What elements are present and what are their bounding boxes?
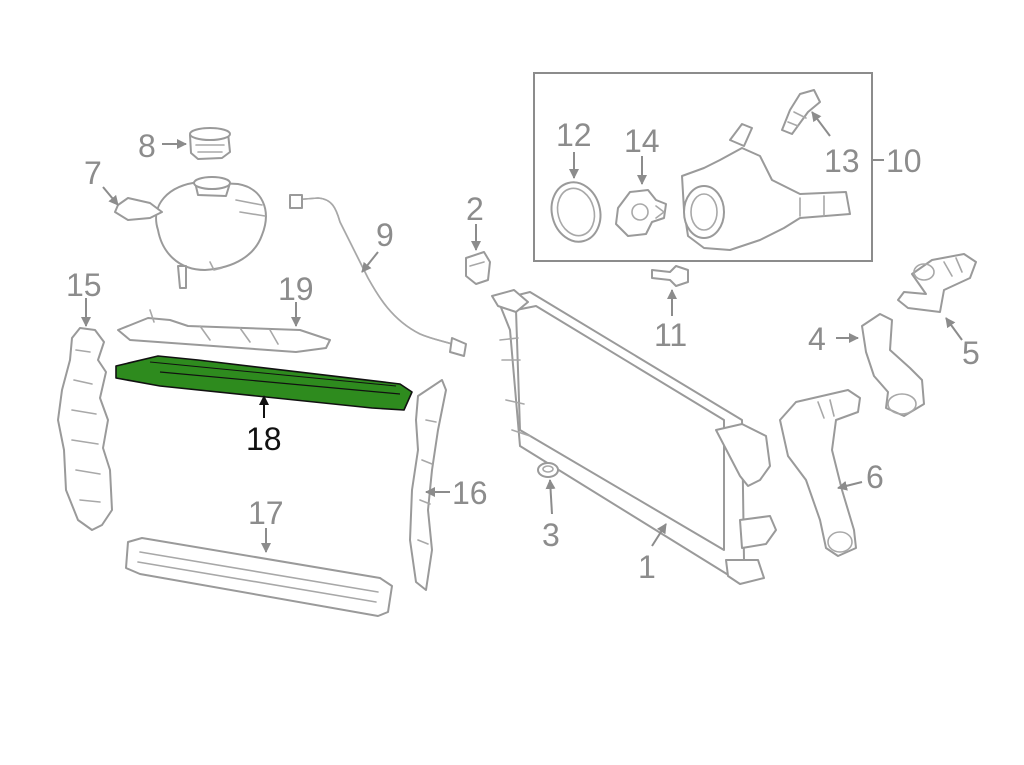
part-2-clip (465, 251, 491, 285)
callout-7: 7 (84, 155, 102, 191)
callout-14: 14 (624, 123, 660, 159)
part-12-seal-ring (550, 181, 602, 243)
callout-2: 2 (466, 191, 484, 227)
leader-lines (81, 111, 963, 553)
part-1-radiator (491, 289, 777, 585)
part-13-sensor (781, 89, 821, 135)
callout-11: 11 (654, 317, 687, 353)
part-8-reservoir-cap (189, 127, 231, 160)
callout-13: 13 (824, 143, 860, 179)
part-19-upper-seal (117, 309, 331, 353)
callout-3: 3 (542, 517, 560, 553)
callout-6: 6 (866, 459, 884, 495)
part-15-left-air-deflector (57, 327, 113, 531)
part-4-hose (861, 313, 925, 417)
callout-1: 1 (638, 549, 656, 585)
part-10-thermostat-housing (681, 123, 851, 251)
callout-12: 12 (556, 117, 592, 153)
part-16-right-air-deflector (409, 379, 447, 591)
callout-19: 19 (278, 271, 314, 307)
callout-16: 16 (452, 475, 488, 511)
callout-4: 4 (808, 321, 826, 357)
callout-5: 5 (962, 335, 980, 371)
part-17-lower-seal (125, 537, 393, 617)
part-5-upper-hose (897, 253, 977, 313)
callout-18: 18 (246, 421, 282, 457)
part-6-lower-hose (779, 389, 861, 557)
thermostat-group-box (533, 72, 873, 262)
callout-10: 10 (886, 143, 922, 179)
callout-17: 17 (248, 495, 284, 531)
callout-8: 8 (138, 128, 156, 164)
part-14-thermostat (615, 189, 667, 237)
part-9-overflow-hose (289, 194, 467, 357)
part-11-bolt (651, 265, 689, 287)
callout-9: 9 (376, 217, 394, 253)
part-7-coolant-reservoir (114, 176, 267, 289)
callout-labels: 8 7 9 19 15 18 17 16 2 3 1 11 12 14 13 1… (66, 117, 980, 585)
part-18-air-seal-highlighted (115, 355, 413, 411)
part-3-grommet (537, 462, 559, 478)
callout-15: 15 (66, 267, 102, 303)
